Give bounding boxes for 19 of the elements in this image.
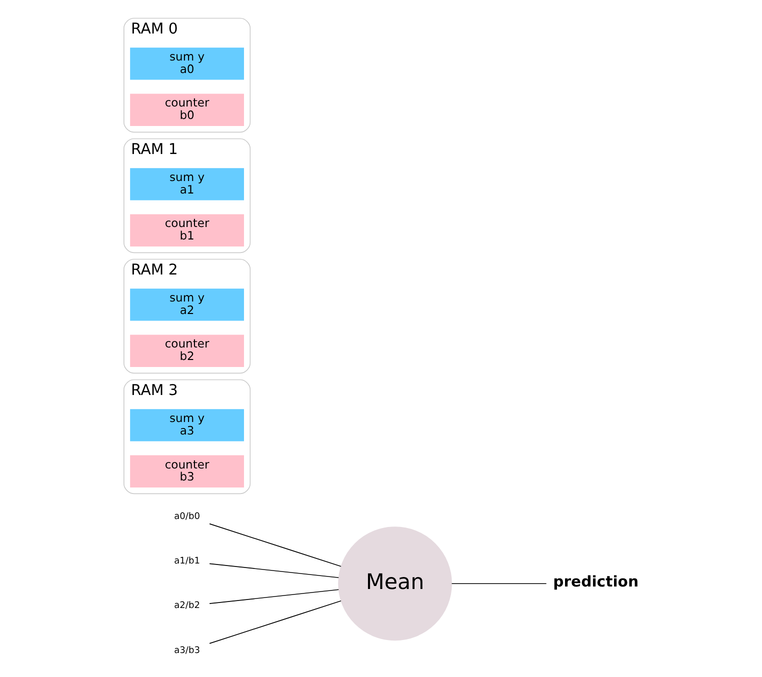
node-box: counter b0 [130, 94, 244, 126]
node-box: sum y a1 [130, 168, 244, 200]
node-text: a2/b2 [174, 601, 200, 612]
node-box: sum y a2 [130, 288, 244, 321]
node-circle: Mean [338, 526, 452, 641]
node-text: prediction [553, 572, 639, 590]
connector [209, 563, 340, 578]
node-box: counter b1 [130, 214, 244, 246]
node-box: sum y a3 [130, 409, 244, 442]
node-box: sum y a0 [130, 48, 244, 80]
node-box: counter b2 [130, 334, 244, 367]
node-box: counter b3 [130, 455, 244, 488]
connector [209, 589, 340, 604]
connector [209, 523, 342, 567]
connector [451, 583, 547, 584]
node-text: a0/b0 [174, 512, 200, 522]
node-text: a3/b3 [174, 646, 200, 656]
node-text: a1/b1 [174, 556, 200, 567]
connector [209, 600, 342, 644]
